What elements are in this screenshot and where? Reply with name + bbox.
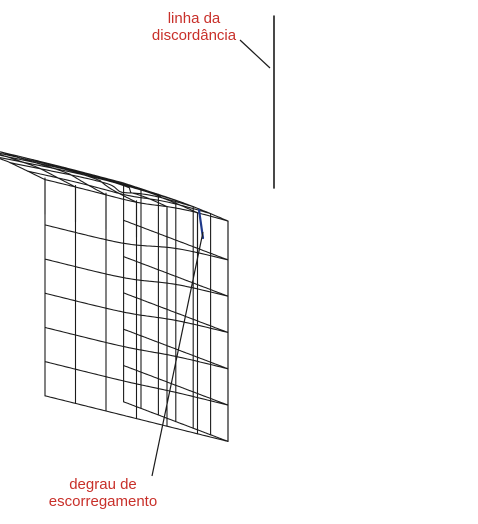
lattice-line [44,258,229,297]
lattice-line [62,166,168,208]
lattice-line [92,174,199,214]
lattice-line [31,158,138,203]
slip-step-label: degrau de escorregamento [36,476,170,510]
lattice-line [0,158,46,181]
leader-line-bottom [151,231,204,477]
lattice-line [1,151,107,196]
dislocation-label-line1: linha da [167,10,221,27]
lattice-line [123,219,229,261]
leader-line-top [239,39,271,69]
lattice-line [44,292,229,334]
dislocation-label-line2: discordância [151,27,237,44]
lattice-line [44,395,229,442]
lattice-line [9,162,194,208]
slip-step-label-line1: degrau de [69,476,137,493]
lattice-line [0,153,77,188]
lattice-line [123,292,229,334]
lattice-line [27,170,212,215]
lattice-line [44,361,229,406]
leader-lines [151,39,271,477]
lattice-line [123,401,229,442]
lattice-line [123,328,229,370]
dislocation-line [197,15,275,240]
lattice-line [123,364,229,406]
lattice-line [44,326,229,370]
crystal-lattice-block [0,151,229,442]
lattice-line [123,256,229,297]
dislocation-line-label: linha da discordância [132,10,256,44]
slip-step-label-line2: escorregamento [48,493,158,510]
